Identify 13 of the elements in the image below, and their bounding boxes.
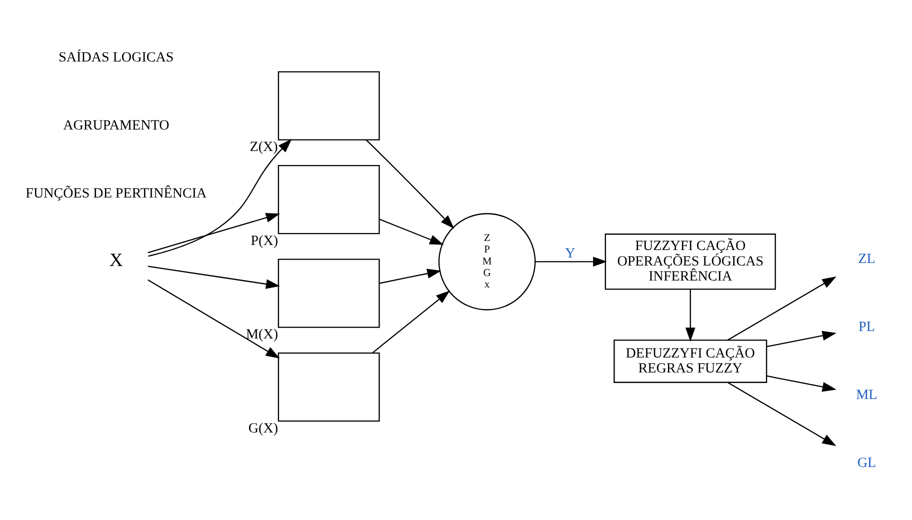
label: SAÍDAS LOGICAS bbox=[58, 48, 174, 65]
node-text: ZL bbox=[858, 250, 876, 266]
node-text: X bbox=[109, 250, 123, 271]
node-label: Z(X) bbox=[250, 138, 278, 155]
label: FUNÇÕES DE PERTINÊNCIA bbox=[26, 184, 207, 201]
node-label: M(X) bbox=[246, 326, 278, 342]
node-label: P(X) bbox=[250, 232, 278, 248]
node-text: GL bbox=[857, 454, 876, 470]
node-text: ML bbox=[856, 386, 878, 402]
node-label: G(X) bbox=[248, 420, 278, 436]
node-text: PL bbox=[858, 318, 875, 334]
edge-label: Y bbox=[565, 245, 576, 262]
label: AGRUPAMENTO bbox=[63, 116, 170, 133]
